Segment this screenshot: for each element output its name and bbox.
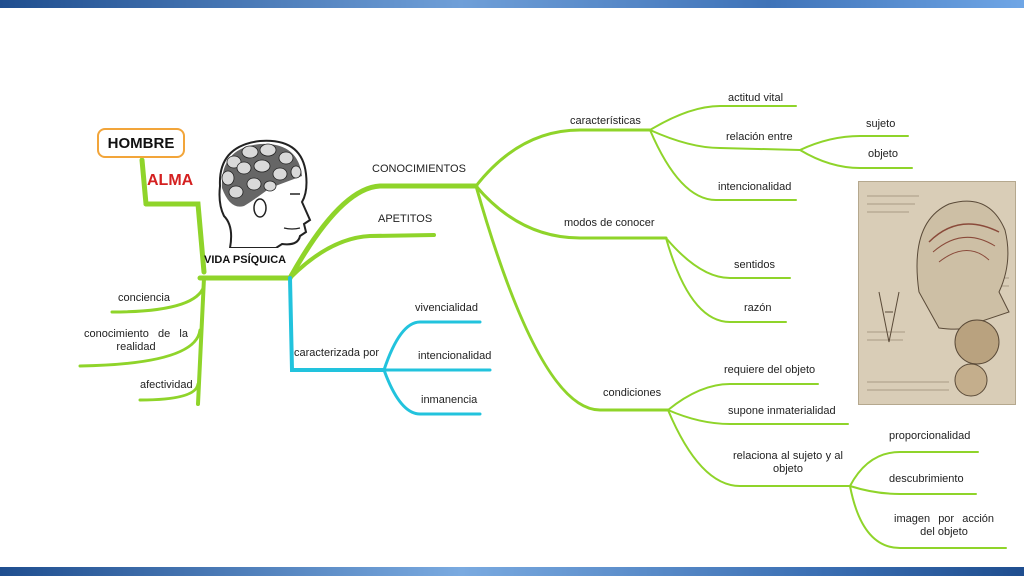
- link-inmanencia: [382, 368, 482, 416]
- node-intencionalidad-vida[interactable]: intencionalidad: [418, 350, 492, 362]
- node-proporcionalidad[interactable]: proporcionalidad: [889, 430, 971, 442]
- node-conocimientos[interactable]: CONOCIMIENTOS: [372, 163, 466, 175]
- link-relaciona: [667, 409, 851, 487]
- link-conocimientos: [287, 183, 479, 281]
- link-sentidos: [665, 237, 791, 279]
- link-conocimiento: [78, 328, 202, 368]
- link-alma-vida: [143, 201, 207, 275]
- node-inmanencia[interactable]: inmanencia: [421, 394, 478, 406]
- node-alma[interactable]: ALMA: [147, 172, 194, 189]
- node-sentidos[interactable]: sentidos: [734, 259, 775, 271]
- link-conciencia: [110, 284, 206, 314]
- link-razon: [665, 237, 787, 323]
- link-sujeto: [799, 135, 909, 151]
- link-modos: [474, 184, 668, 240]
- phrenology-head-image: [218, 139, 312, 248]
- bottom-banner: [0, 567, 1024, 576]
- link-relacion: [649, 129, 801, 151]
- link-proporcionalidad: [849, 451, 979, 487]
- node-vivencialidad[interactable]: vivencialidad: [415, 302, 478, 314]
- node-imagen-por-accion[interactable]: imagen por acción del objeto: [894, 513, 994, 538]
- link-apetitos: [288, 233, 436, 280]
- node-relacion-entre[interactable]: relación entre: [726, 131, 793, 143]
- link-vivencialidad: [382, 320, 482, 372]
- top-banner: [0, 0, 1024, 8]
- node-intencionalidad-caracteristica[interactable]: intencionalidad: [718, 181, 792, 193]
- link-afectividad: [138, 382, 200, 402]
- link-condiciones: [474, 184, 670, 412]
- node-actitud-vital[interactable]: actitud vital: [728, 92, 784, 104]
- link-descubrimiento: [849, 485, 977, 495]
- link-requiere: [667, 383, 819, 411]
- node-descubrimiento[interactable]: descubrimiento: [889, 473, 964, 485]
- node-apetitos[interactable]: APETITOS: [378, 213, 433, 225]
- node-afectividad[interactable]: afectividad: [140, 379, 193, 391]
- node-caracteristicas[interactable]: características: [570, 115, 641, 127]
- node-relaciona-sujeto-objeto[interactable]: relaciona al sujeto y al objeto: [733, 450, 843, 475]
- link-supone: [667, 409, 849, 425]
- node-requiere-objeto[interactable]: requiere del objeto: [724, 364, 816, 376]
- node-conocimiento-realidad[interactable]: conocimiento de la realidad: [84, 328, 188, 353]
- node-supone-inmaterialidad[interactable]: supone inmaterialidad: [728, 405, 836, 417]
- node-modos-de-conocer[interactable]: modos de conocer: [564, 217, 655, 229]
- link-hombre-alma: [139, 157, 149, 207]
- link-intencionalidad-c: [649, 129, 797, 201]
- node-caracterizada-por[interactable]: caracterizada por: [294, 347, 379, 359]
- node-sujeto[interactable]: sujeto: [866, 118, 896, 130]
- anatomy-sketch-image: [858, 181, 1016, 405]
- node-conciencia[interactable]: conciencia: [118, 292, 170, 304]
- node-condiciones[interactable]: condiciones: [603, 387, 662, 399]
- node-objeto[interactable]: objeto: [868, 148, 898, 160]
- link-objeto: [799, 149, 913, 169]
- node-hombre[interactable]: HOMBRE: [97, 128, 185, 158]
- link-imagen: [849, 485, 1007, 549]
- link-actitud: [649, 105, 797, 131]
- link-caracteristicas: [474, 128, 652, 188]
- node-vida-psiquica[interactable]: VIDA PSÍQUICA: [204, 254, 287, 266]
- link-caracterizada: [288, 276, 386, 372]
- node-razon[interactable]: razón: [744, 302, 772, 314]
